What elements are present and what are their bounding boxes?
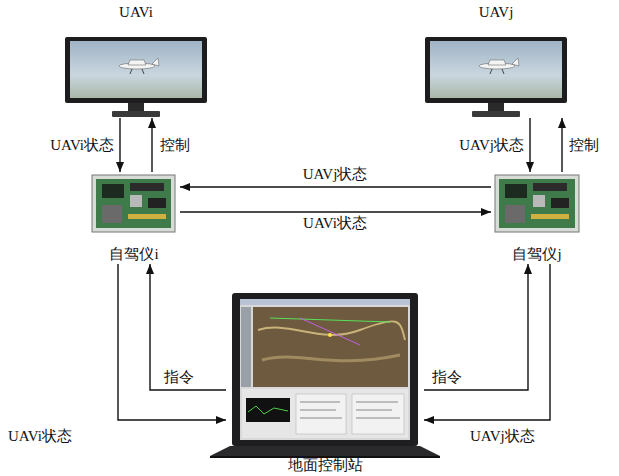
connector-arrow — [526, 118, 534, 172]
connector-line — [424, 264, 528, 390]
connector-arrow — [180, 208, 491, 216]
connector-arrow — [116, 118, 124, 172]
arrow-head — [524, 264, 532, 274]
connector-arrow — [558, 118, 566, 172]
edge-label: UAVi状态 — [8, 428, 72, 445]
edge-label: UAVj状态 — [303, 166, 368, 183]
uav-monitor: UAVj — [420, 4, 572, 118]
autopilot-board — [495, 175, 579, 232]
node-label: 地面控制站 — [288, 457, 363, 474]
connector-line — [150, 264, 226, 390]
edge-label: 控制 — [160, 137, 190, 154]
connector-arrow — [146, 264, 226, 390]
arrow-head — [146, 264, 154, 274]
arrow-head — [216, 416, 226, 424]
arrow-head — [180, 183, 190, 191]
edge-label: 指令 — [164, 369, 194, 386]
node-label: 自驾仪j — [512, 246, 561, 263]
connector-arrow — [180, 183, 491, 191]
monitor-illustration — [425, 37, 567, 117]
uav-monitor: UAVi — [60, 4, 212, 118]
arrow-head — [148, 118, 156, 128]
edge-label: UAVi状态 — [303, 215, 367, 232]
connector-line — [180, 186, 491, 187]
connector-arrow — [148, 118, 156, 172]
connector-line — [180, 211, 491, 212]
edge-label: UAVi状态 — [50, 137, 114, 154]
autopilot-box: 自驾仪i — [88, 172, 180, 264]
node-label: UAVi — [119, 4, 153, 21]
connector-arrow — [424, 264, 550, 424]
autopilot-box: 自驾仪j — [491, 172, 583, 264]
arrow-head — [424, 416, 434, 424]
connector-line — [424, 264, 550, 420]
edge-label: 指令 — [432, 369, 462, 386]
edge-label: UAVj状态 — [459, 137, 524, 154]
connector-arrow — [424, 264, 532, 390]
edge-label: 控制 — [569, 137, 599, 154]
ground-station: 地面控制站 — [226, 290, 424, 475]
connector-line — [118, 264, 226, 420]
node-label: 自驾仪i — [109, 246, 158, 263]
arrow-head — [526, 162, 534, 172]
connector-arrow — [118, 264, 226, 424]
arrow-head — [481, 208, 491, 216]
laptop-illustration — [210, 293, 440, 458]
monitor-illustration — [65, 37, 207, 117]
node-label: UAVj — [479, 4, 514, 21]
arrow-head — [558, 118, 566, 128]
autopilot-board — [92, 175, 175, 232]
arrow-head — [116, 162, 124, 172]
edge-label: UAVj状态 — [470, 428, 535, 445]
